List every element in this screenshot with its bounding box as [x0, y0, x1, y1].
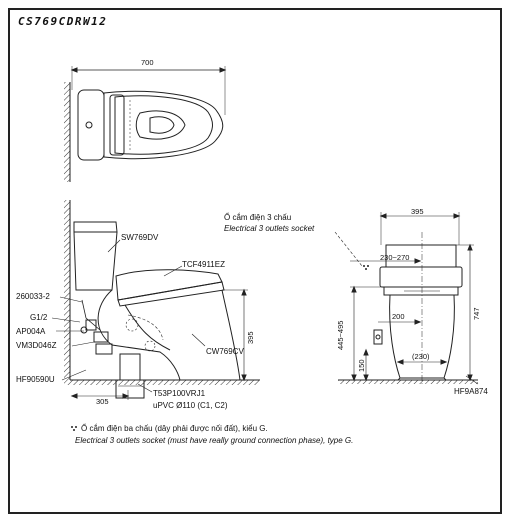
side-view	[51, 200, 260, 400]
label-vm3d046z: VM3D046Z	[16, 341, 57, 350]
label-upvc: uPVC Ø110 (C1, C2)	[153, 401, 228, 410]
dim-total-height: 747	[472, 307, 481, 320]
drawing-frame	[8, 8, 502, 514]
dim-rough-in: 305	[96, 397, 109, 406]
label-hf9a874: HF9A874	[454, 387, 488, 396]
dim-200: 200	[392, 312, 405, 321]
dim-width-top: 700	[141, 58, 154, 67]
dim-height-side: 395	[246, 331, 255, 344]
footnote-vi: Ổ cắm điện ba chấu (dây phải được nối đấ…	[81, 424, 268, 433]
socket-symbol	[363, 265, 369, 270]
label-260033: 260033-2	[16, 292, 50, 301]
socket-label-vi: Ổ cắm điện 3 chấu	[224, 213, 292, 222]
footnote-socket-icon	[71, 426, 77, 431]
label-tank: SW769DV	[121, 233, 159, 242]
label-g12: G1/2	[30, 313, 48, 322]
dim-230: (230)	[412, 352, 430, 361]
label-hf90590u: HF90590U	[16, 375, 55, 384]
label-bowl: CW769CV	[206, 347, 244, 356]
dim-front-width: 395	[411, 207, 424, 216]
footnote-en: Electrical 3 outlets socket (must have r…	[75, 436, 354, 445]
dim-range: 230~270	[380, 253, 410, 262]
socket-label-en: Electrical 3 outlets socket	[224, 224, 315, 233]
dim-side-range: 445~495	[336, 320, 345, 350]
label-seat: TCF4911EZ	[182, 260, 225, 269]
front-view	[334, 212, 479, 385]
top-view	[64, 66, 227, 182]
label-t53: T53P100VRJ1	[153, 389, 206, 398]
dim-150: 150	[357, 359, 366, 372]
drawing-title: CS769CDRW12	[18, 15, 108, 28]
label-ap004a: AP004A	[16, 327, 46, 336]
